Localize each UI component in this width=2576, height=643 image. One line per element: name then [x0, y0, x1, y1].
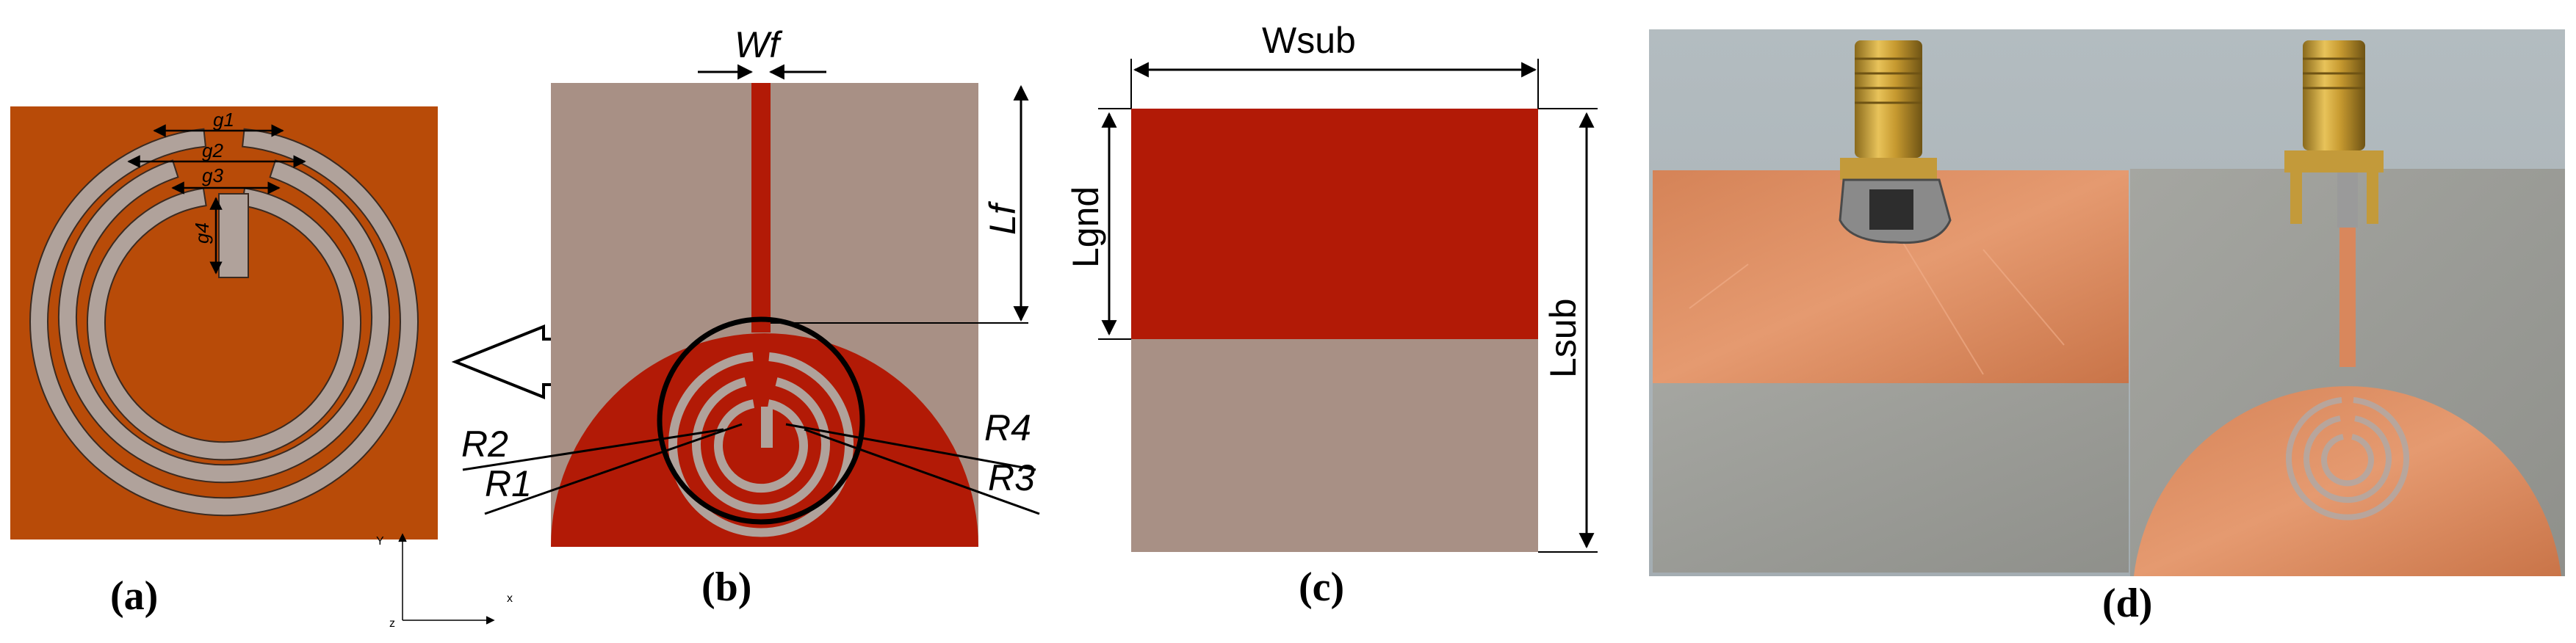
g4-label: g4	[191, 222, 213, 244]
ring-stub	[218, 193, 249, 278]
caption-a: (a)	[110, 573, 158, 619]
axis-y-label: Y	[376, 535, 384, 548]
coordinate-axes	[398, 533, 495, 625]
left-connector-flange	[1840, 158, 1937, 180]
wf-label: Wf	[735, 24, 783, 65]
left-connector-body	[1855, 40, 1922, 158]
right-connector-flange	[2284, 150, 2384, 172]
lgnd-label: Lgnd	[1065, 186, 1106, 268]
panel-c: Wsub Lgnd Lsub (c)	[1065, 20, 1598, 610]
feed-line	[751, 83, 771, 333]
r4-label: R4	[984, 407, 1031, 448]
wsub-label: Wsub	[1262, 20, 1356, 61]
ground-plane	[1131, 109, 1538, 339]
lsub-label: Lsub	[1543, 299, 1584, 378]
caption-d: (d)	[2102, 581, 2152, 626]
panel-a: g1 g2 g3 g4 (a)	[10, 106, 438, 619]
panel-b: Wf Lf R2 R1 R4 R3 (b)	[461, 24, 1040, 610]
axis-z-label: z	[389, 617, 395, 630]
panel-d-photo: (d)	[1649, 29, 2565, 626]
g3-label: g3	[202, 164, 223, 186]
lf-label: Lf	[982, 200, 1023, 235]
g1-label: g1	[213, 109, 234, 131]
caption-b: (b)	[701, 564, 751, 610]
r2-label: R2	[461, 424, 508, 465]
axis-x-label: x	[507, 592, 513, 605]
r1-label: R1	[485, 463, 532, 504]
patch-ring-stub	[761, 407, 773, 448]
caption-c: (c)	[1299, 564, 1344, 610]
photo-rings	[2286, 397, 2409, 520]
right-connector-body	[2303, 40, 2365, 150]
photo-front-feed	[2339, 220, 2356, 367]
photo-back-substrate	[1653, 383, 2129, 573]
radius-lines	[462, 423, 1040, 515]
g2-label: g2	[202, 139, 223, 161]
zoom-circle	[657, 316, 865, 525]
r3-label: R3	[988, 457, 1035, 498]
